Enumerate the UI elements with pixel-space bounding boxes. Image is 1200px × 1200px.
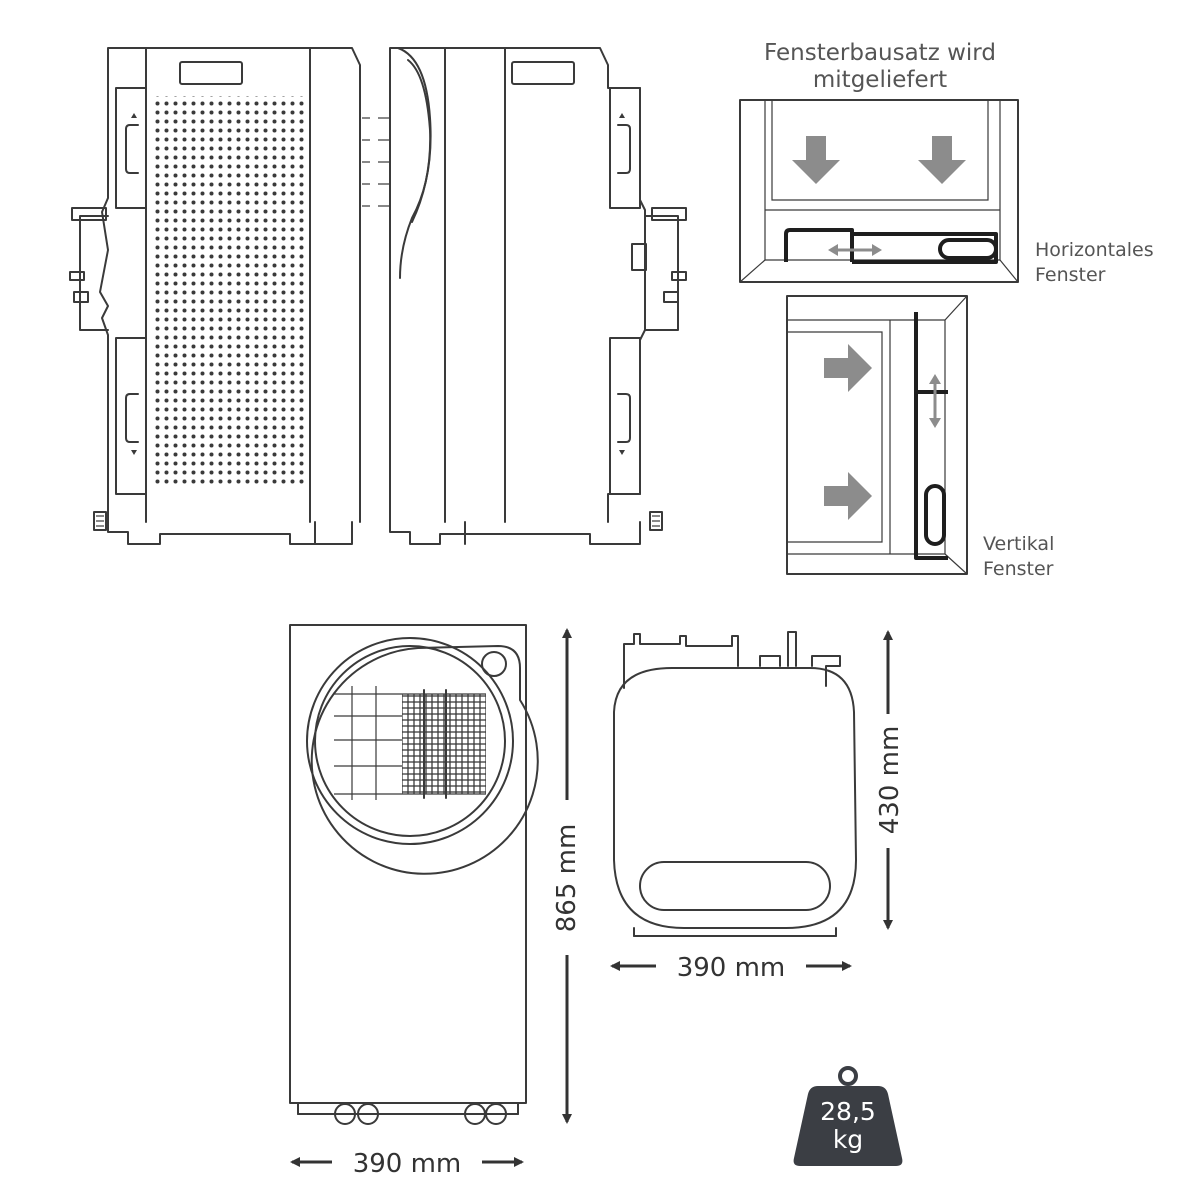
window-kit-title-line1: Fensterbausatz wird	[764, 40, 996, 66]
side-handle-lower-left	[115, 337, 147, 495]
front-fan-grille	[334, 686, 486, 800]
horizontal-window-diagram	[739, 99, 1019, 283]
arrow-right-upper	[824, 344, 872, 392]
side-handle-upper-left	[115, 87, 147, 209]
weight-icon	[793, 1066, 903, 1166]
back-view-unit	[69, 47, 361, 545]
top-handle-recess	[639, 861, 831, 911]
base-right	[389, 511, 663, 545]
vertical-window-label-line2: Fenster	[983, 558, 1054, 580]
slide-arrow-vertical	[929, 374, 941, 428]
back-handle-slot	[179, 61, 243, 85]
vertical-window-label-line1: Vertikal	[983, 533, 1054, 555]
side-vents	[362, 117, 390, 207]
front-knob	[481, 651, 507, 677]
horizontal-window-label-line1: Horizontales	[1035, 239, 1154, 261]
side-handle-lower-right	[609, 337, 641, 495]
top-view-unit	[613, 631, 857, 937]
side-handle-slot	[511, 61, 575, 85]
height-dimension-label: 865 mm	[552, 824, 582, 933]
base-left	[93, 511, 353, 545]
front-view-unit	[289, 624, 539, 1125]
horizontal-window-label-line2: Fenster	[1035, 264, 1106, 286]
arrow-down-right	[918, 136, 966, 184]
exhaust-bracket-left	[69, 207, 109, 331]
back-grille	[154, 96, 304, 488]
top-width-dimension-label: 390 mm	[677, 953, 786, 983]
arrow-right-lower	[824, 472, 872, 520]
weight-value: 28,5	[820, 1097, 876, 1126]
side-view-unit	[362, 47, 687, 545]
weight-unit: kg	[833, 1125, 863, 1154]
front-base-wheels	[297, 1102, 519, 1125]
window-kit-title-line2: mitgeliefert	[813, 67, 947, 93]
depth-dimension-label: 430 mm	[875, 726, 905, 835]
exhaust-bracket-right	[631, 207, 687, 331]
front-width-dimension-label: 390 mm	[353, 1149, 462, 1179]
arrow-down-left	[792, 136, 840, 184]
side-handle-upper-right	[609, 87, 641, 209]
slide-arrow-horizontal	[828, 244, 882, 256]
vertical-window-diagram	[786, 295, 968, 575]
